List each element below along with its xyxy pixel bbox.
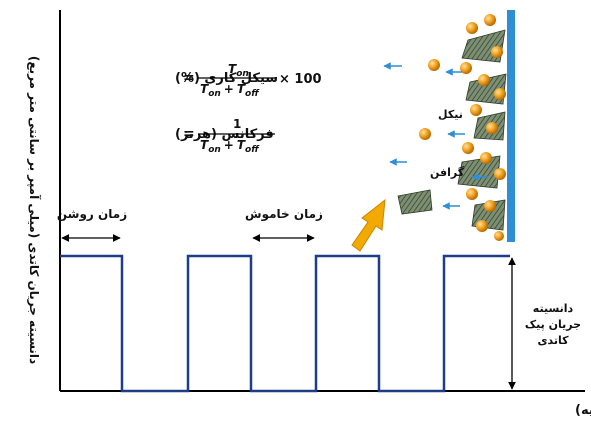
nickel-particle-icon <box>470 104 482 116</box>
nickel-particle-icon <box>480 152 492 164</box>
graphene-label: گرافن <box>430 166 465 179</box>
nickel-particle-icon <box>476 220 488 232</box>
nickel-particle-icon <box>484 14 496 26</box>
duty-times-100: × 100 <box>279 72 322 87</box>
nickel-particle-icon <box>491 46 503 58</box>
migrating-species <box>383 59 488 215</box>
nickel-particle-icon <box>466 22 478 34</box>
nickel-particle-icon <box>494 88 506 100</box>
peak-density-label-1: دانسیته <box>533 302 574 315</box>
duty-numerator: Ton <box>228 62 249 79</box>
freq-eq-sign: = <box>183 126 195 142</box>
nickel-particle-icon <box>494 231 504 241</box>
graphene-flake-icon <box>397 189 433 215</box>
nickel-particle-icon <box>486 122 498 134</box>
nickel-particle-icon <box>460 62 472 74</box>
nickel-particle-icon <box>462 142 474 154</box>
peak-density-label-3: کاتدی <box>537 334 569 347</box>
nickel-particle-icon <box>419 128 431 140</box>
nickel-particle-icon <box>466 188 478 200</box>
nickel-particle-icon <box>494 168 506 180</box>
deposit-cluster <box>457 14 507 241</box>
on-time-label: زمان روشن <box>57 207 127 222</box>
y-axis-label: دانسیته جریان کاتدی (میلی آمپر بر سانتی … <box>27 56 42 364</box>
freq-denominator: Ton+Toff <box>200 138 260 155</box>
nickel-label: نیکل <box>438 108 463 121</box>
duty-denominator: Ton+Toff <box>200 82 260 99</box>
nickel-particle-icon <box>428 59 440 71</box>
graphene-flake-icon <box>457 155 501 189</box>
nickel-particle-icon <box>478 74 490 86</box>
cathode-electrode <box>507 10 515 242</box>
off-time-label: زمان خاموش <box>245 207 323 222</box>
process-arrow-icon <box>351 198 386 252</box>
pulse-waveform <box>60 254 510 393</box>
freq-numerator: 1 <box>233 117 241 131</box>
x-axis-label: زمان (ثانیه) <box>575 403 591 418</box>
duty-eq-sign: = <box>183 70 195 86</box>
nickel-particle-icon <box>484 200 496 212</box>
frequency-formula: فرکانس (هرتز) = 1 Ton+Toff <box>175 117 275 155</box>
duty-cycle-formula: سیکل کاری (%) = Ton Ton+Toff × 100 <box>175 62 322 99</box>
peak-density-label-2: جریان پیک <box>525 318 581 331</box>
